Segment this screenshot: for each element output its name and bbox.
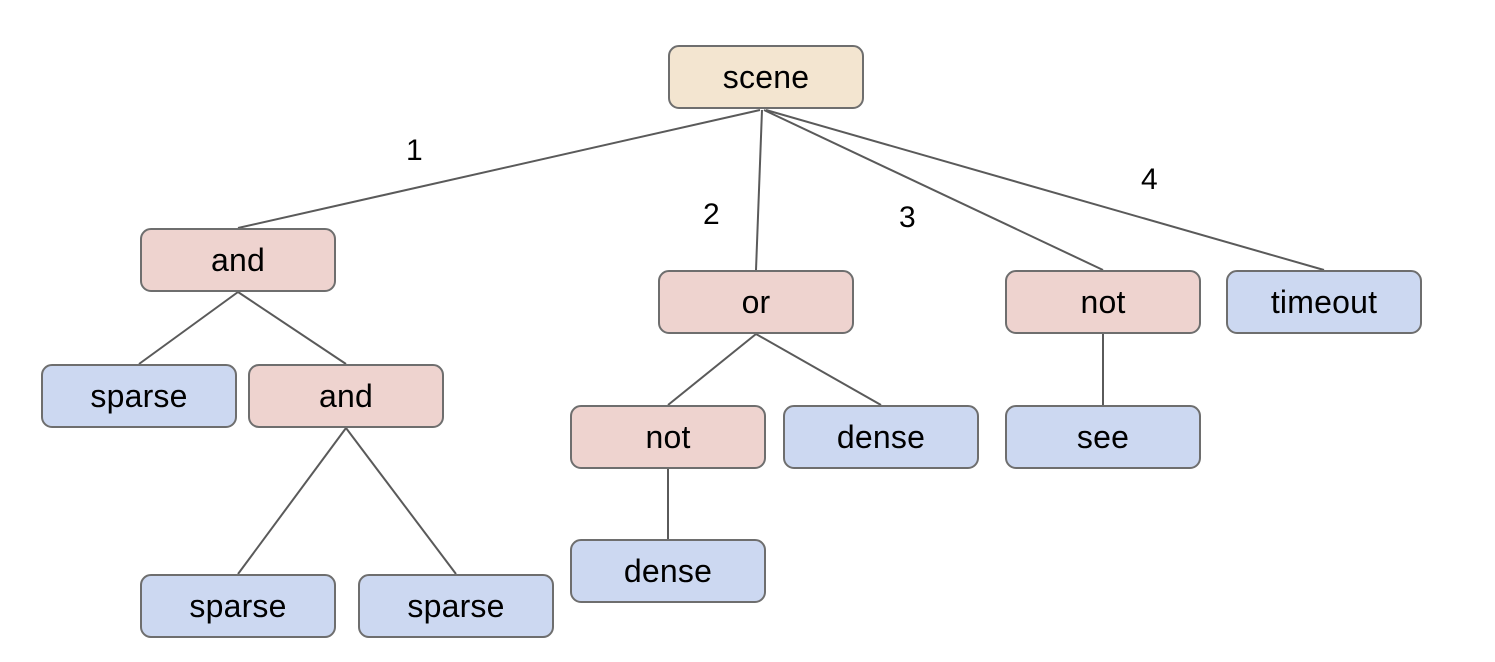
tree-node-sparse1[interactable]: sparse <box>41 364 237 428</box>
tree-edge <box>763 109 1104 271</box>
tree-edge <box>667 333 757 406</box>
tree-node-not_r[interactable]: not <box>1005 270 1201 334</box>
tree-node-label: see <box>1076 419 1130 455</box>
tree-node-dense_m[interactable]: dense <box>783 405 979 469</box>
tree-edge <box>755 333 882 406</box>
tree-node-label: sparse <box>90 378 188 414</box>
tree-edge <box>345 427 457 575</box>
tree-edge <box>237 291 347 365</box>
tree-node-label: and <box>211 242 265 278</box>
tree-node-and2[interactable]: and <box>248 364 444 428</box>
tree-node-label: not <box>1080 284 1126 320</box>
edge-label-4: 4 <box>1141 163 1158 196</box>
tree-node-label: timeout <box>1270 284 1378 320</box>
tree-node-label: not <box>645 419 691 455</box>
tree-node-timeout[interactable]: timeout <box>1226 270 1422 334</box>
tree-edge <box>237 109 761 229</box>
tree-node-label: dense <box>836 419 926 455</box>
tree-node-label: sparse <box>189 588 287 624</box>
tree-node-label: scene <box>722 59 810 95</box>
tree-node-label: sparse <box>407 588 505 624</box>
tree-edge <box>138 291 239 365</box>
tree-node-not_m[interactable]: not <box>570 405 766 469</box>
tree-edge <box>765 109 1325 271</box>
tree-node-scene[interactable]: scene <box>668 45 864 109</box>
tree-node-sparse2[interactable]: sparse <box>140 574 336 638</box>
tree-node-dense_b[interactable]: dense <box>570 539 766 603</box>
tree-edge <box>237 427 347 575</box>
tree-node-sparse3[interactable]: sparse <box>358 574 554 638</box>
tree-node-label: or <box>741 284 771 320</box>
edge-label-2: 2 <box>703 198 720 231</box>
tree-node-see[interactable]: see <box>1005 405 1201 469</box>
tree-node-label: dense <box>623 553 713 589</box>
tree-edge <box>755 109 763 271</box>
tree-node-and1[interactable]: and <box>140 228 336 292</box>
edge-label-1: 1 <box>406 134 423 167</box>
edge-label-3: 3 <box>899 201 916 234</box>
tree-node-or1[interactable]: or <box>658 270 854 334</box>
tree-node-label: and <box>319 378 373 414</box>
